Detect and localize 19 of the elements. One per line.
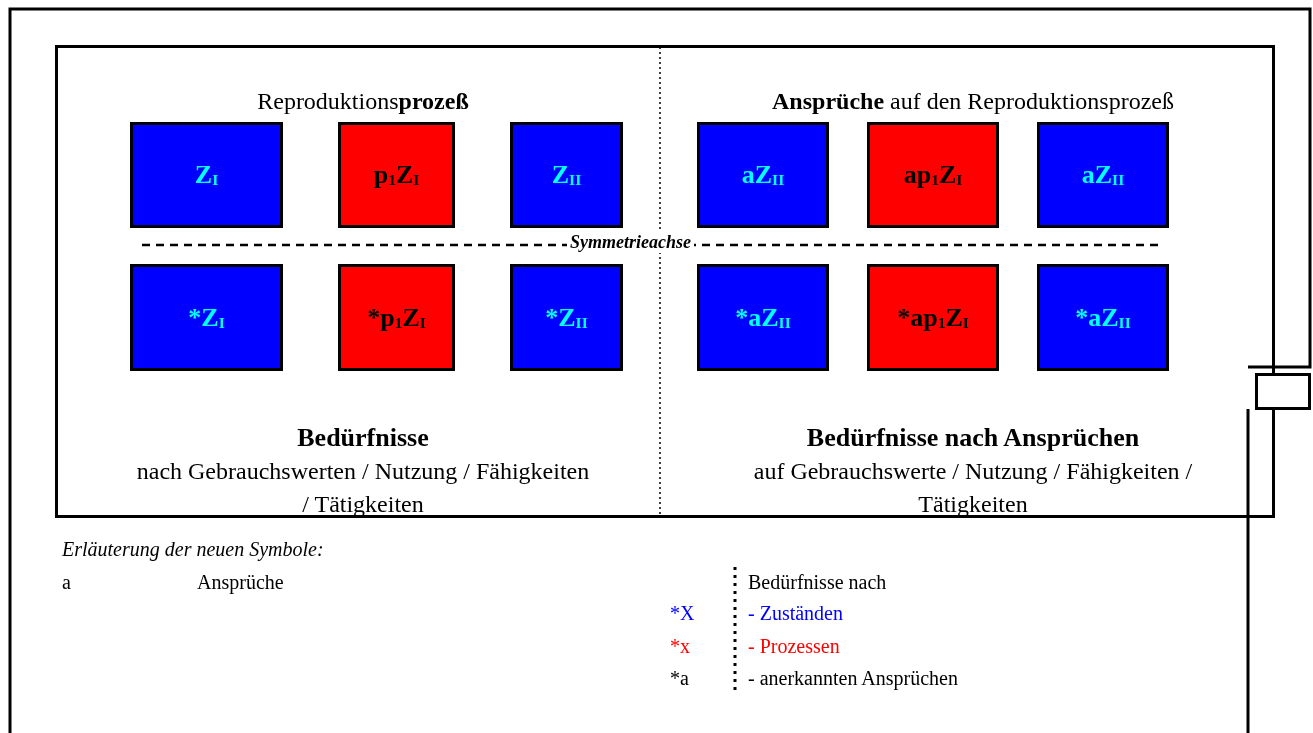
description-text: - Zuständen xyxy=(748,602,843,625)
description-text: - Prozessen xyxy=(748,635,840,658)
box-shape xyxy=(1255,373,1311,410)
symbol-text: a xyxy=(62,571,71,594)
heading-text: Ansprüche auf den Reproduktionsprozeß xyxy=(772,88,1174,114)
frame-box xyxy=(55,45,1275,518)
symbol-text: *X xyxy=(670,602,695,625)
description-text: Bedürfnisse nach xyxy=(748,571,887,594)
description-text: - anerkannten Ansprüchen xyxy=(748,667,958,690)
legend-heading: Erläuterung der neuen Symbole: xyxy=(62,538,324,561)
heading-text: Bedürfnisse xyxy=(297,423,429,452)
axis-label: Symmetrieachse xyxy=(567,232,694,253)
body-text: nach Gebrauchswerten / Nutzung / Fähigkeiten / Tätigkeiten xyxy=(136,458,590,517)
body-text: auf Gebrauchswerte / Nutzung / Fähigkeiten / Tätigkeiten xyxy=(753,458,1193,517)
heading-text: Bedürfnisse nach Ansprüchen xyxy=(806,423,1140,452)
symbol-text: *x xyxy=(670,635,690,658)
symbol-text: *a xyxy=(670,667,689,690)
heading-text: Reproduktionsprozeß xyxy=(257,88,469,114)
description-text: Ansprüche xyxy=(197,571,284,594)
